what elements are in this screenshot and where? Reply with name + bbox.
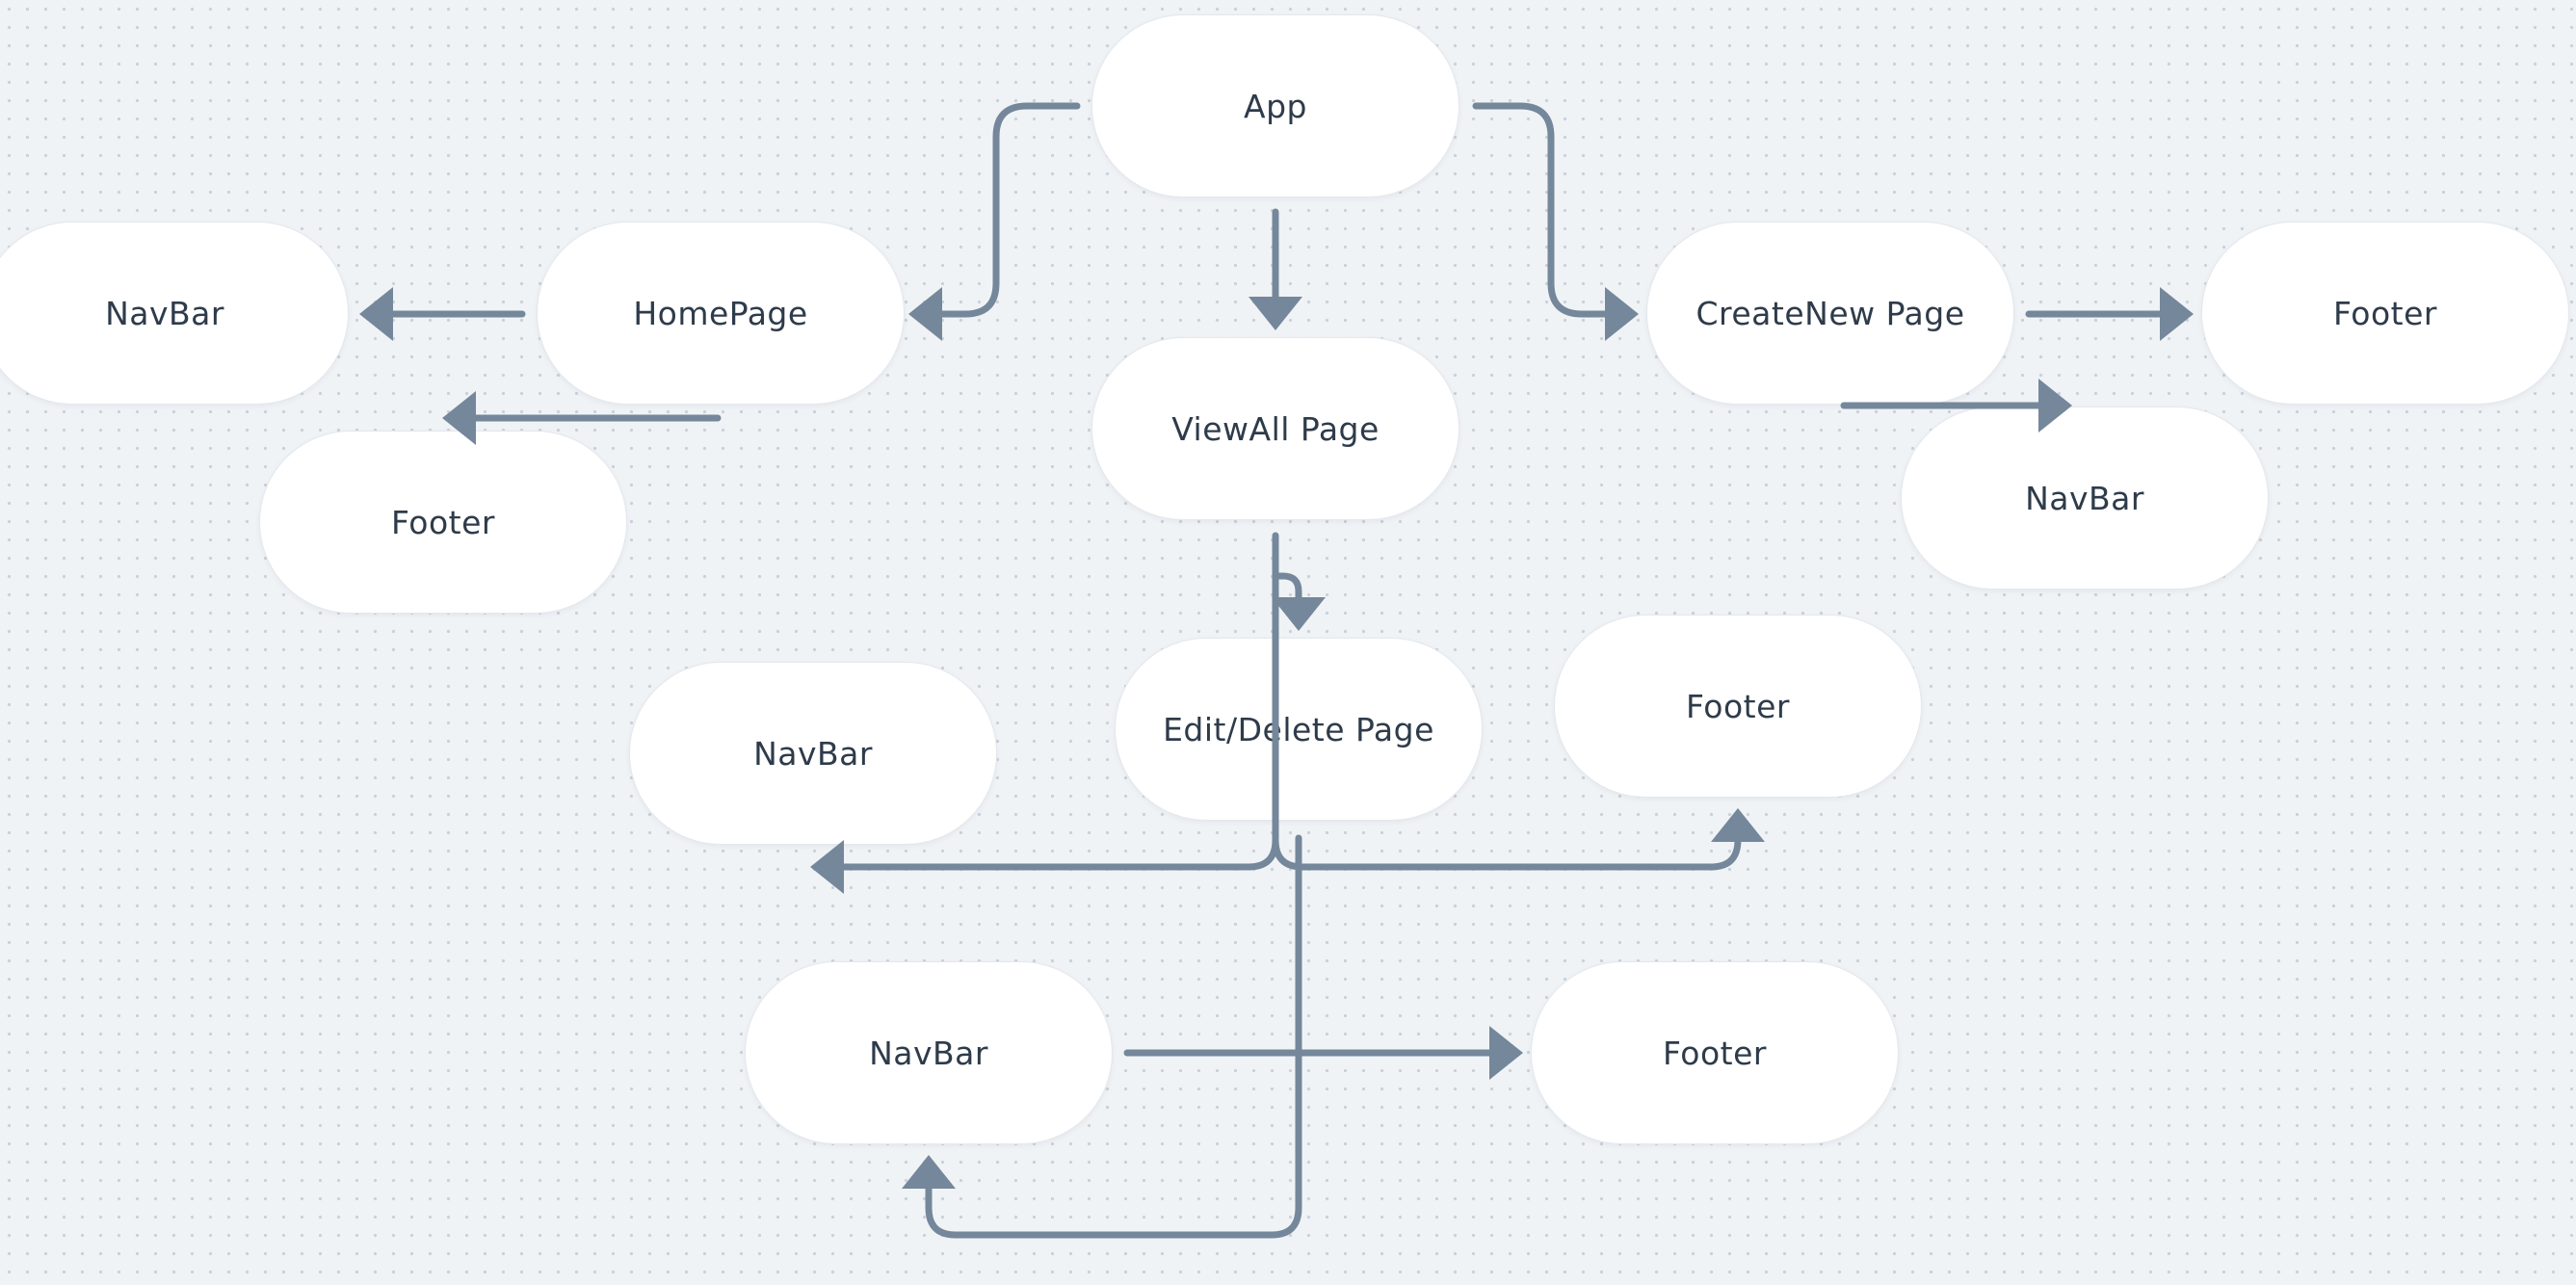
node-label: NavBar	[753, 734, 873, 773]
node-label: Footer	[2333, 294, 2437, 332]
node-viewall-page[interactable]: ViewAll Page	[1091, 337, 1459, 520]
node-viewall-navbar[interactable]: NavBar	[629, 662, 997, 845]
edge-viewall-to-footer	[1272, 808, 1765, 871]
node-label: Footer	[1663, 1034, 1767, 1072]
node-label: Footer	[391, 503, 495, 541]
node-label: Footer	[1686, 687, 1790, 725]
edge-app-to-homepage	[908, 102, 1081, 341]
node-editdelete-footer[interactable]: Footer	[1531, 961, 1899, 1144]
node-homepage[interactable]: HomePage	[537, 222, 905, 405]
node-homepage-navbar[interactable]: NavBar	[0, 222, 349, 405]
node-label: HomePage	[633, 294, 808, 332]
node-createnew-navbar[interactable]: NavBar	[1901, 406, 2269, 590]
node-label: App	[1244, 87, 1307, 125]
node-editdelete-page[interactable]: Edit/Delete Page	[1115, 638, 1483, 821]
node-editdelete-navbar[interactable]: NavBar	[745, 961, 1113, 1144]
node-label: Edit/Delete Page	[1163, 710, 1434, 748]
node-viewall-footer[interactable]: Footer	[1554, 615, 1922, 798]
node-label: NavBar	[869, 1034, 988, 1072]
node-label: CreateNew Page	[1695, 294, 1965, 332]
node-createnew-page[interactable]: CreateNew Page	[1646, 222, 2014, 405]
node-label: ViewAll Page	[1171, 409, 1380, 448]
node-createnew-footer[interactable]: Footer	[2201, 222, 2569, 405]
node-app[interactable]: App	[1091, 14, 1459, 197]
node-homepage-footer[interactable]: Footer	[259, 431, 627, 614]
edge-app-to-createnew	[1472, 102, 1639, 341]
node-label: NavBar	[2025, 479, 2144, 517]
edge-viewall-to-editdelete	[1272, 532, 1326, 631]
node-label: NavBar	[105, 294, 224, 332]
